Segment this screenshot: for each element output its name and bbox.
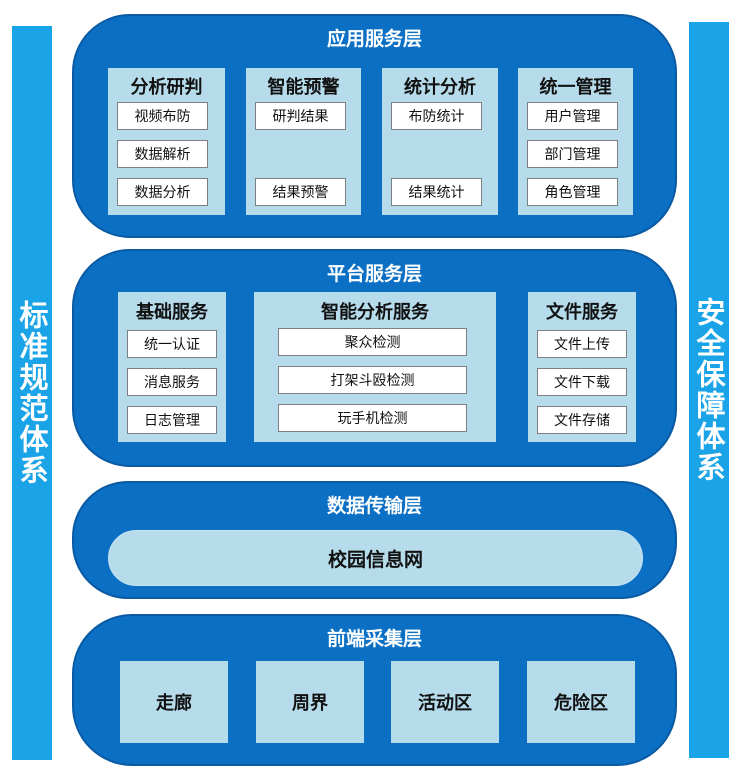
module-title: 文件服务 <box>546 302 618 323</box>
module-analysis-judgment: 分析研判 视频布防 数据解析 数据分析 <box>108 68 225 215</box>
item-result-warning: 结果预警 <box>255 178 346 206</box>
item-data-parsing: 数据解析 <box>117 140 208 168</box>
security-system-label: 安全保障体系 <box>692 297 726 483</box>
module-file-services: 文件服务 文件上传 文件下载 文件存储 <box>528 292 636 442</box>
module-title: 智能分析服务 <box>321 302 429 323</box>
module-unified-management: 统一管理 用户管理 部门管理 角色管理 <box>518 68 633 215</box>
data-transport-layer: 数据传输层 校园信息网 <box>72 481 677 599</box>
item-fight-detection: 打架斗殴检测 <box>278 366 467 394</box>
item-message-service: 消息服务 <box>127 368 217 396</box>
application-layer-title: 应用服务层 <box>326 28 422 50</box>
standards-system-bar: 标准规范体系 <box>12 26 52 760</box>
module-title: 基础服务 <box>136 302 208 323</box>
item-phone-use-detection: 玩手机检测 <box>278 404 467 432</box>
zone-activity-area: 活动区 <box>391 661 499 743</box>
platform-layer-title: 平台服务层 <box>326 263 422 285</box>
item-file-storage: 文件存储 <box>537 406 627 434</box>
campus-network: 校园信息网 <box>108 530 643 586</box>
item-unified-auth: 统一认证 <box>127 330 217 358</box>
application-service-layer: 应用服务层 分析研判 视频布防 数据解析 数据分析 智能预警 研判结果 结果预警… <box>72 14 677 238</box>
item-user-management: 用户管理 <box>527 102 618 130</box>
zone-danger-area: 危险区 <box>527 661 635 743</box>
item-video-deployment: 视频布防 <box>117 102 208 130</box>
item-judgment-result: 研判结果 <box>255 102 346 130</box>
item-role-management: 角色管理 <box>527 178 618 206</box>
standards-system-label: 标准规范体系 <box>15 300 49 486</box>
zone-perimeter: 周界 <box>256 661 364 743</box>
frontend-collection-layer: 前端采集层 走廊 周界 活动区 危险区 <box>72 614 677 766</box>
item-log-management: 日志管理 <box>127 406 217 434</box>
item-deployment-stats: 布防统计 <box>391 102 482 130</box>
item-file-upload: 文件上传 <box>537 330 627 358</box>
module-title: 统计分析 <box>404 77 476 98</box>
module-title: 智能预警 <box>267 77 340 98</box>
module-title: 分析研判 <box>130 77 203 98</box>
item-result-stats: 结果统计 <box>391 178 482 206</box>
item-crowd-detection: 聚众检测 <box>278 328 467 356</box>
item-department-management: 部门管理 <box>527 140 618 168</box>
module-statistical-analysis: 统计分析 布防统计 结果统计 <box>382 68 498 215</box>
security-system-bar: 安全保障体系 <box>689 22 729 758</box>
module-smart-warning: 智能预警 研判结果 结果预警 <box>246 68 361 215</box>
item-data-analysis: 数据分析 <box>117 178 208 206</box>
module-basic-services: 基础服务 统一认证 消息服务 日志管理 <box>118 292 226 442</box>
frontend-layer-title: 前端采集层 <box>326 628 422 650</box>
transport-layer-title: 数据传输层 <box>326 495 422 517</box>
zone-corridor: 走廊 <box>120 661 228 743</box>
module-smart-analysis-service: 智能分析服务 聚众检测 打架斗殴检测 玩手机检测 <box>254 292 496 442</box>
item-file-download: 文件下载 <box>537 368 627 396</box>
module-title: 统一管理 <box>539 77 612 98</box>
platform-service-layer: 平台服务层 基础服务 统一认证 消息服务 日志管理 智能分析服务 聚众检测 打架… <box>72 249 677 467</box>
